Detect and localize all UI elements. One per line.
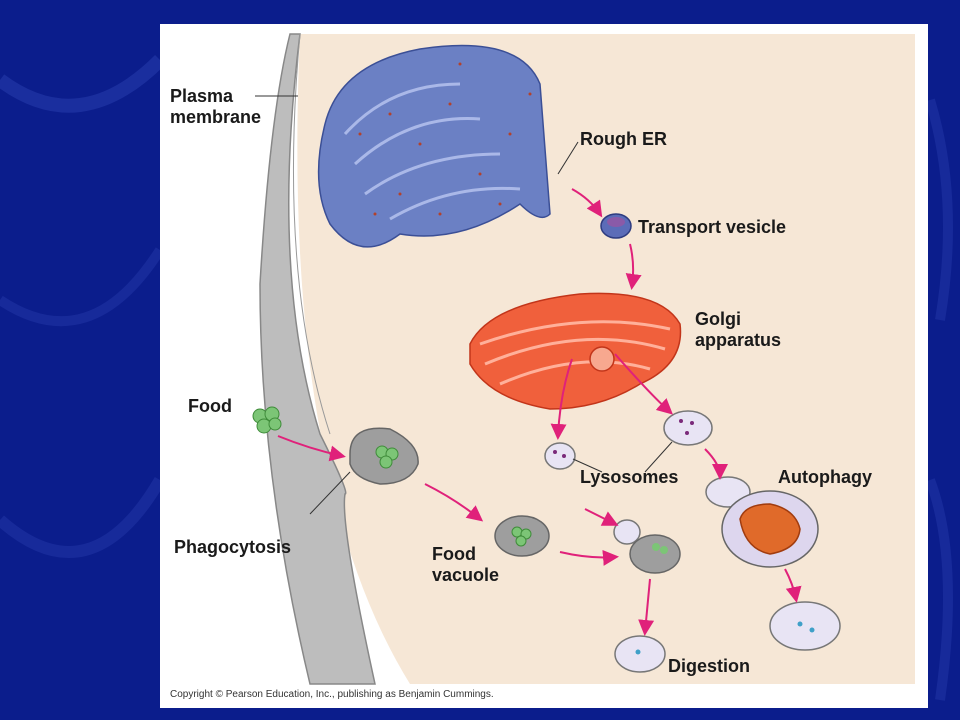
label-lysosomes: Lysosomes [580,467,679,487]
mitochondrion-shape [739,503,801,555]
label-golgi: Golgi apparatus [695,309,782,350]
plasma-membrane [259,33,376,685]
label-plasma-membrane: Plasma membrane [170,86,262,127]
label-autophagy: Autophagy [778,467,872,487]
lysosome-shape [663,410,713,446]
label-transport-vesicle: Transport vesicle [638,217,787,237]
label-food: Food [188,396,232,416]
label-rough-er: Rough ER [580,129,667,149]
digesting-vacuole [629,534,681,574]
copyright-notice: Copyright © Pearson Education, Inc., pub… [170,689,494,700]
label-digestion: Digestion [668,656,751,676]
rough-er-shape [317,44,551,248]
digestion-vesicle-2 [769,601,841,651]
label-food-vacuole: Food vacuole [432,544,500,585]
food-particle [252,406,282,434]
golgi-shape [469,292,682,410]
digestion-vesicle-1 [614,635,666,673]
diagram-panel: Plasma membrane Rough ER Transport vesic… [160,24,928,708]
label-phagocytosis: Phagocytosis [174,537,292,557]
lysosome-shape [544,442,576,470]
cell-diagram [252,33,915,685]
